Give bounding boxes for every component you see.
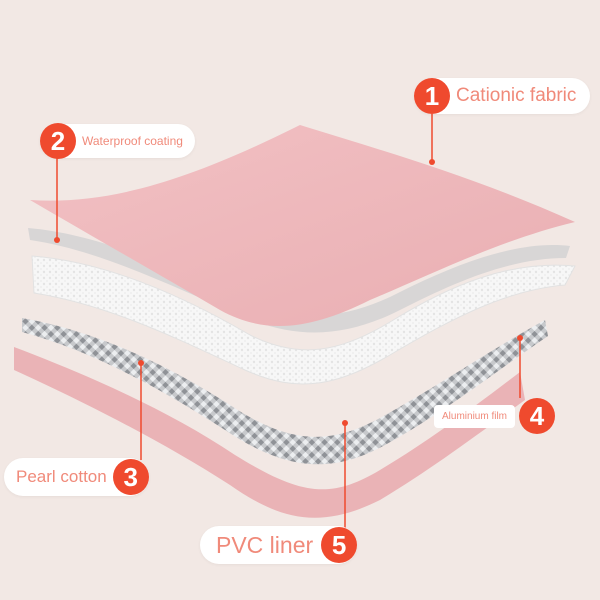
callout-number-badge: 1 (414, 78, 450, 114)
callout-cationic-fabric: 1 Cationic fabric (414, 78, 591, 114)
callout-waterproof-coating: 2 Waterproof coating (40, 123, 195, 159)
callout-label: Waterproof coating (82, 134, 183, 148)
leader-dot-2 (54, 237, 60, 243)
waterproof-coating-layer (28, 228, 570, 333)
callout-aluminium-film: Aluminium film 4 (430, 398, 556, 434)
callout-label: PVC liner (216, 531, 314, 558)
callout-number-badge: 4 (519, 398, 556, 434)
leader-lines (56, 113, 521, 528)
leader-dot-1 (429, 159, 435, 165)
cationic-fabric-layer (30, 125, 575, 327)
callout-label: Aluminium film (434, 404, 516, 428)
leader-dot-4 (517, 335, 523, 341)
callout-pvc-liner: PVC liner 5 (200, 526, 358, 564)
callout-number-badge: 2 (40, 123, 76, 159)
pearl-cotton-layer (31, 255, 576, 385)
leader-dot-3 (138, 360, 144, 366)
callout-label: Pearl cotton (16, 467, 107, 486)
pvc-liner-layer (14, 347, 525, 518)
callout-number-badge: 3 (112, 459, 149, 495)
leader-dots (54, 159, 523, 426)
leader-dot-5 (342, 420, 348, 426)
aluminium-film-layer (22, 318, 548, 465)
callout-pearl-cotton: Pearl cotton 3 (4, 458, 149, 496)
callout-number-badge: 5 (321, 527, 358, 563)
callout-label: Cationic fabric (456, 85, 577, 106)
